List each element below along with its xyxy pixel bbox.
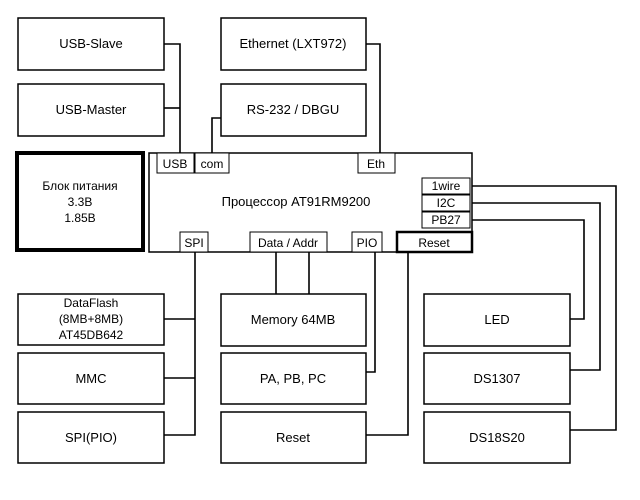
wire-spi-bus	[164, 252, 196, 436]
connection-wires	[164, 43, 617, 436]
ethernet-block	[220, 17, 367, 71]
memory-block	[220, 293, 367, 347]
power-supply-voltage-2: 1.85В	[64, 211, 95, 225]
usb-slave-label: USB-Slave	[59, 36, 123, 51]
wire-usb-slave	[164, 43, 181, 153]
port-i2c	[421, 194, 471, 212]
wire-pb27	[470, 219, 585, 320]
port-1wire	[421, 177, 471, 195]
ds1307-block	[423, 352, 571, 405]
port-spi-label: SPI	[184, 236, 203, 250]
power-supply-title: Блок питания	[42, 179, 117, 193]
led-block	[423, 293, 571, 347]
port-pb27-label: PB27	[431, 213, 461, 227]
port-data-addr	[249, 231, 328, 253]
wire-reset	[366, 252, 409, 436]
spi-pio-label: SPI(PIO)	[65, 430, 117, 445]
dataflash-title: DataFlash	[64, 296, 119, 310]
port-1wire-label: 1wire	[432, 179, 461, 193]
gpio-label: PA, PB, PC	[260, 371, 326, 386]
port-com-label: com	[201, 157, 224, 171]
spi-pio-block	[17, 411, 165, 464]
ds18s20-block	[423, 411, 571, 464]
port-i2c-label: I2C	[437, 196, 456, 210]
memory-label: Memory 64MB	[251, 312, 336, 327]
mmc-block	[17, 352, 165, 405]
port-reset-label: Reset	[418, 236, 450, 250]
mmc-label: MMC	[75, 371, 106, 386]
port-com	[194, 152, 230, 174]
dataflash-block	[17, 293, 165, 346]
port-eth-label: Eth	[367, 157, 385, 171]
wire-1wire	[470, 185, 617, 431]
wire-ethernet	[366, 43, 381, 153]
port-pb27	[421, 211, 471, 229]
dataflash-model: AT45DB642	[59, 328, 124, 342]
reset-block-label: Reset	[276, 430, 310, 445]
rs232-label: RS-232 / DBGU	[247, 102, 339, 117]
power-supply-block	[15, 151, 145, 252]
usb-master-block	[17, 83, 165, 137]
rs232-block	[220, 83, 367, 137]
port-usb-label: USB	[163, 157, 188, 171]
processor-label: Процессор AT91RM9200	[222, 194, 371, 209]
port-eth	[357, 152, 396, 174]
ds1307-label: DS1307	[474, 371, 521, 386]
gpio-block	[220, 352, 367, 405]
port-data-addr-label: Data / Addr	[258, 236, 318, 250]
usb-slave-block	[17, 17, 165, 71]
wire-i2c	[470, 202, 601, 371]
port-usb	[156, 152, 195, 174]
wire-pio	[366, 252, 376, 373]
port-reset	[395, 230, 474, 254]
power-supply-voltage-1: 3.3В	[68, 195, 93, 209]
port-spi	[179, 231, 209, 253]
led-label: LED	[484, 312, 509, 327]
dataflash-size: (8MB+8MB)	[59, 312, 123, 326]
port-pio-label: PIO	[357, 236, 378, 250]
wire-rs232	[211, 117, 224, 153]
ds18s20-label: DS18S20	[469, 430, 525, 445]
port-pio	[351, 231, 383, 253]
reset-block	[220, 411, 367, 464]
ethernet-label: Ethernet (LXT972)	[240, 36, 347, 51]
usb-master-label: USB-Master	[56, 102, 127, 117]
